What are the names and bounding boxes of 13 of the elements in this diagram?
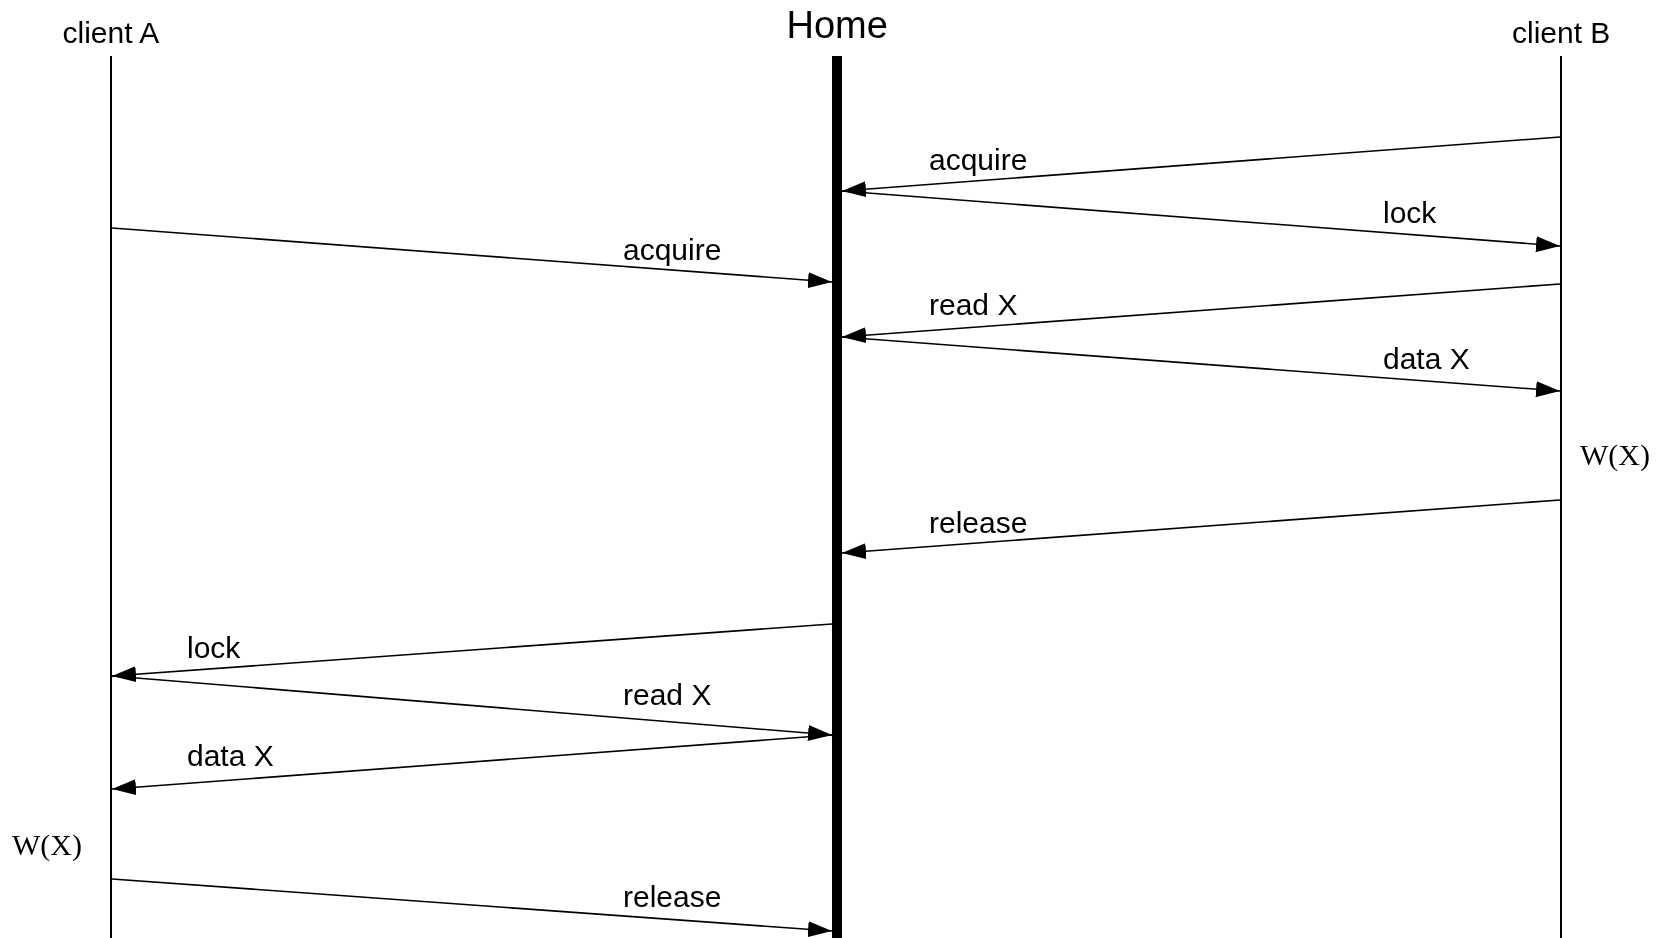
- message-arrow: [841, 499, 1561, 560]
- operation-label: W(X): [12, 830, 82, 860]
- operation-label: W(X): [1580, 440, 1650, 470]
- edge-label: acquire: [927, 145, 1030, 175]
- message-arrow: [111, 734, 833, 796]
- participant-label: client B: [1512, 18, 1611, 48]
- participant-label: Home: [786, 6, 888, 44]
- message-arrow: [111, 878, 833, 938]
- participant-label: client A: [62, 18, 160, 48]
- message-arrow: [841, 190, 1561, 253]
- message-arrow: [111, 227, 833, 289]
- message-arrow: [841, 336, 1561, 398]
- edge-label: acquire: [621, 235, 724, 265]
